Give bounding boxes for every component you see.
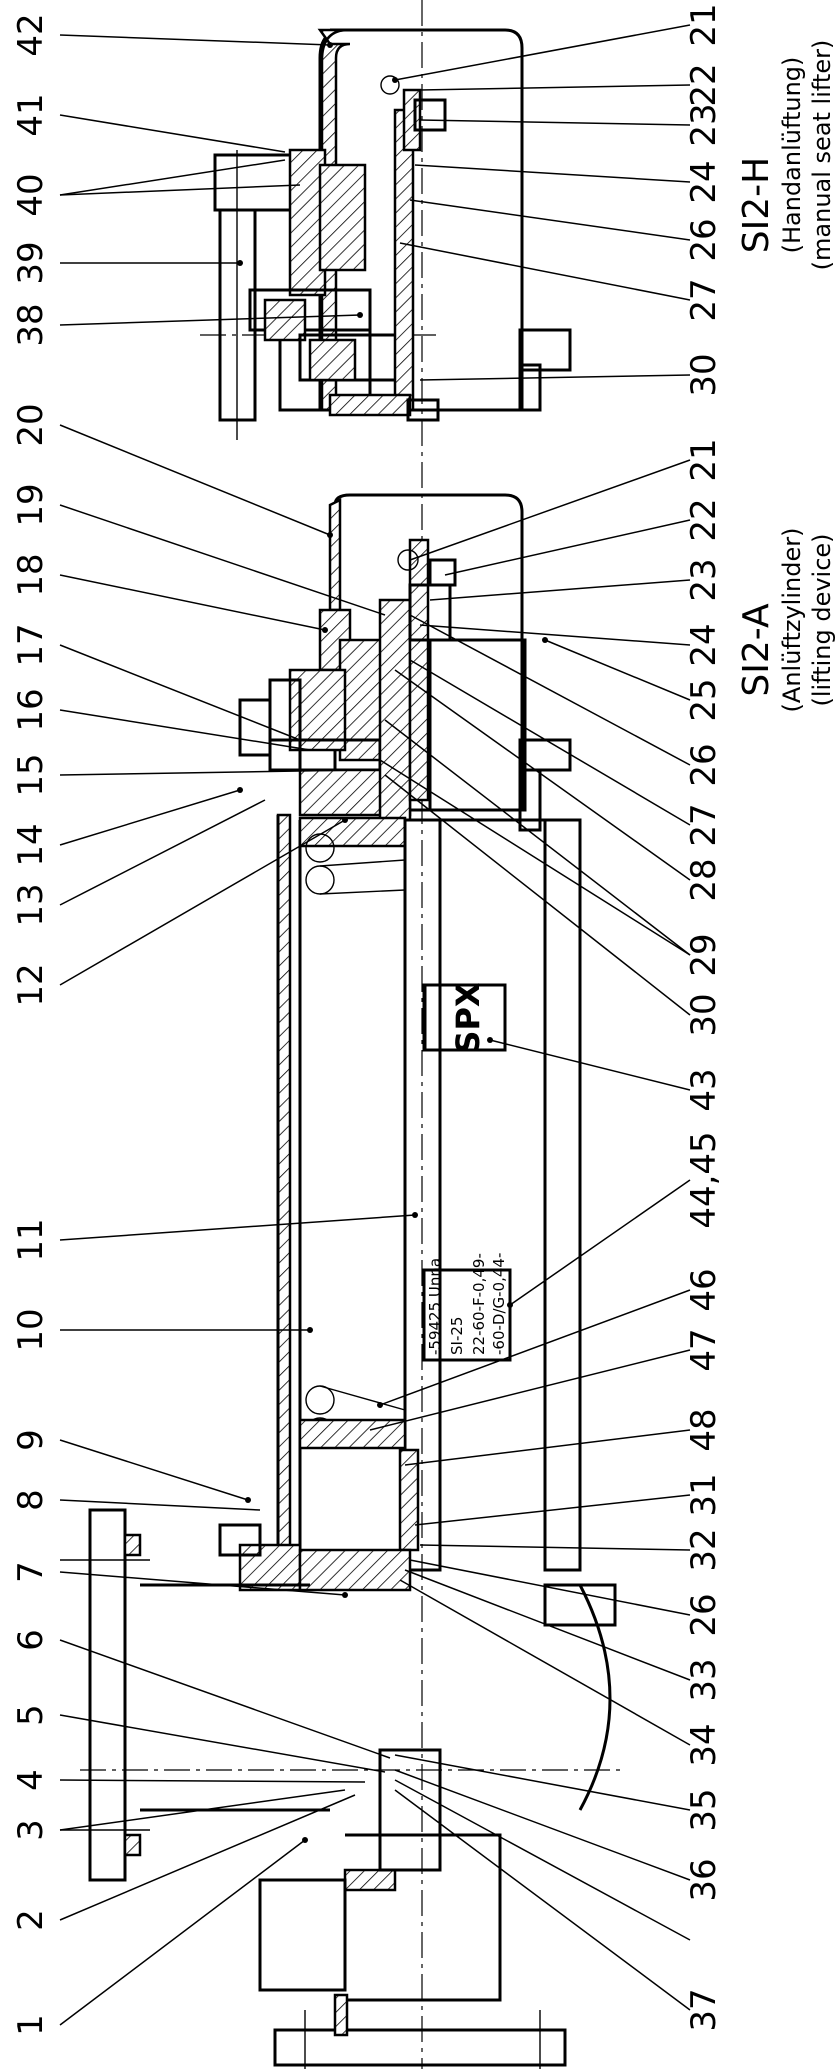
label-24: 24 [684,623,724,666]
captions: SI2-H (Handanlüftung) (manual seat lifte… [736,40,836,713]
label-26-low: 26 [684,1593,724,1636]
label-17: 17 [11,623,51,666]
label-39: 39 [11,241,51,284]
label-8: 8 [11,1489,51,1511]
label-2: 2 [11,1909,51,1931]
label-23: 23 [684,558,724,601]
caption-si2-h-english: (manual seat lifter) [808,40,836,271]
caption-si2-h-title: SI2-H [736,157,777,253]
spring-housing [276,813,582,1572]
label-44-45: 44,45 [684,1131,724,1228]
label-20: 20 [11,403,51,446]
label-6: 6 [11,1629,51,1651]
label-10: 10 [11,1308,51,1351]
label-11: 11 [11,1218,51,1261]
nameplate-line-4: -60-D/G-0,44- [490,1253,508,1355]
label-29: 29 [684,933,724,976]
left-label-texts: 42 41 40 39 38 20 19 18 17 16 15 14 13 1… [11,13,51,2035]
label-28: 28 [684,858,724,901]
label-37: 37 [684,1988,724,2031]
label-47: 47 [684,1328,724,1371]
label-23-top: 23 [684,103,724,146]
label-25: 25 [684,678,724,721]
left-callouts [59,34,418,2026]
label-3: 3 [11,1819,51,1841]
nameplate: -59425 Unna SI-25 22-60-F-0,49- -60-D/G-… [426,1253,508,1355]
manual-seat-lifter-assembly [200,28,572,440]
label-26-top: 26 [684,218,724,261]
label-27: 27 [684,803,724,846]
nameplate-line-3: 22-60-F-0,49- [470,1253,488,1355]
label-32: 32 [684,1528,724,1571]
label-18: 18 [11,553,51,596]
label-30-top: 30 [684,353,724,396]
label-22: 22 [684,498,724,541]
right-label-texts: 21 22 23 24 26 27 30 21 22 23 24 25 26 2… [684,3,724,2031]
label-35: 35 [684,1788,724,1831]
nameplate-line-1: -59425 Unna [426,1258,444,1355]
label-34: 34 [684,1723,724,1766]
label-4: 4 [11,1769,51,1791]
label-36: 36 [684,1858,724,1901]
label-5: 5 [11,1704,51,1726]
label-30: 30 [684,993,724,1036]
lifting-device-assembly [238,493,572,832]
label-12: 12 [11,963,51,1006]
label-9: 9 [11,1429,51,1451]
label-43: 43 [684,1068,724,1111]
spx-logo: SPX [449,982,487,1054]
label-33: 33 [684,1658,724,1701]
label-7: 7 [11,1561,51,1583]
caption-si2-h-german: (Handanlüftung) [778,57,806,254]
label-13: 13 [11,883,51,926]
label-1: 1 [11,2014,51,2036]
label-31: 31 [684,1473,724,1516]
label-38: 38 [11,303,51,346]
nameplate-line-2: SI-25 [448,1317,466,1355]
label-19: 19 [11,483,51,526]
label-26: 26 [684,743,724,786]
label-24-top: 24 [684,160,724,203]
caption-si2-a-english: (lifting device) [808,533,836,706]
label-15: 15 [11,753,51,796]
label-48: 48 [684,1408,724,1451]
label-21: 21 [684,438,724,481]
label-21-top: 21 [684,3,724,46]
label-14: 14 [11,823,51,866]
label-16: 16 [11,688,51,731]
label-27-top: 27 [684,278,724,321]
label-40: 40 [11,173,51,216]
right-callouts [369,24,691,2011]
caption-si2-a-title: SI2-A [736,603,777,697]
caption-si2-a-german: (Anlüftzylinder) [778,528,806,713]
label-42: 42 [11,13,51,56]
label-22-top: 22 [684,63,724,106]
label-46: 46 [684,1268,724,1311]
label-41: 41 [11,93,51,136]
spx-logo-plate: SPX [422,982,507,1054]
